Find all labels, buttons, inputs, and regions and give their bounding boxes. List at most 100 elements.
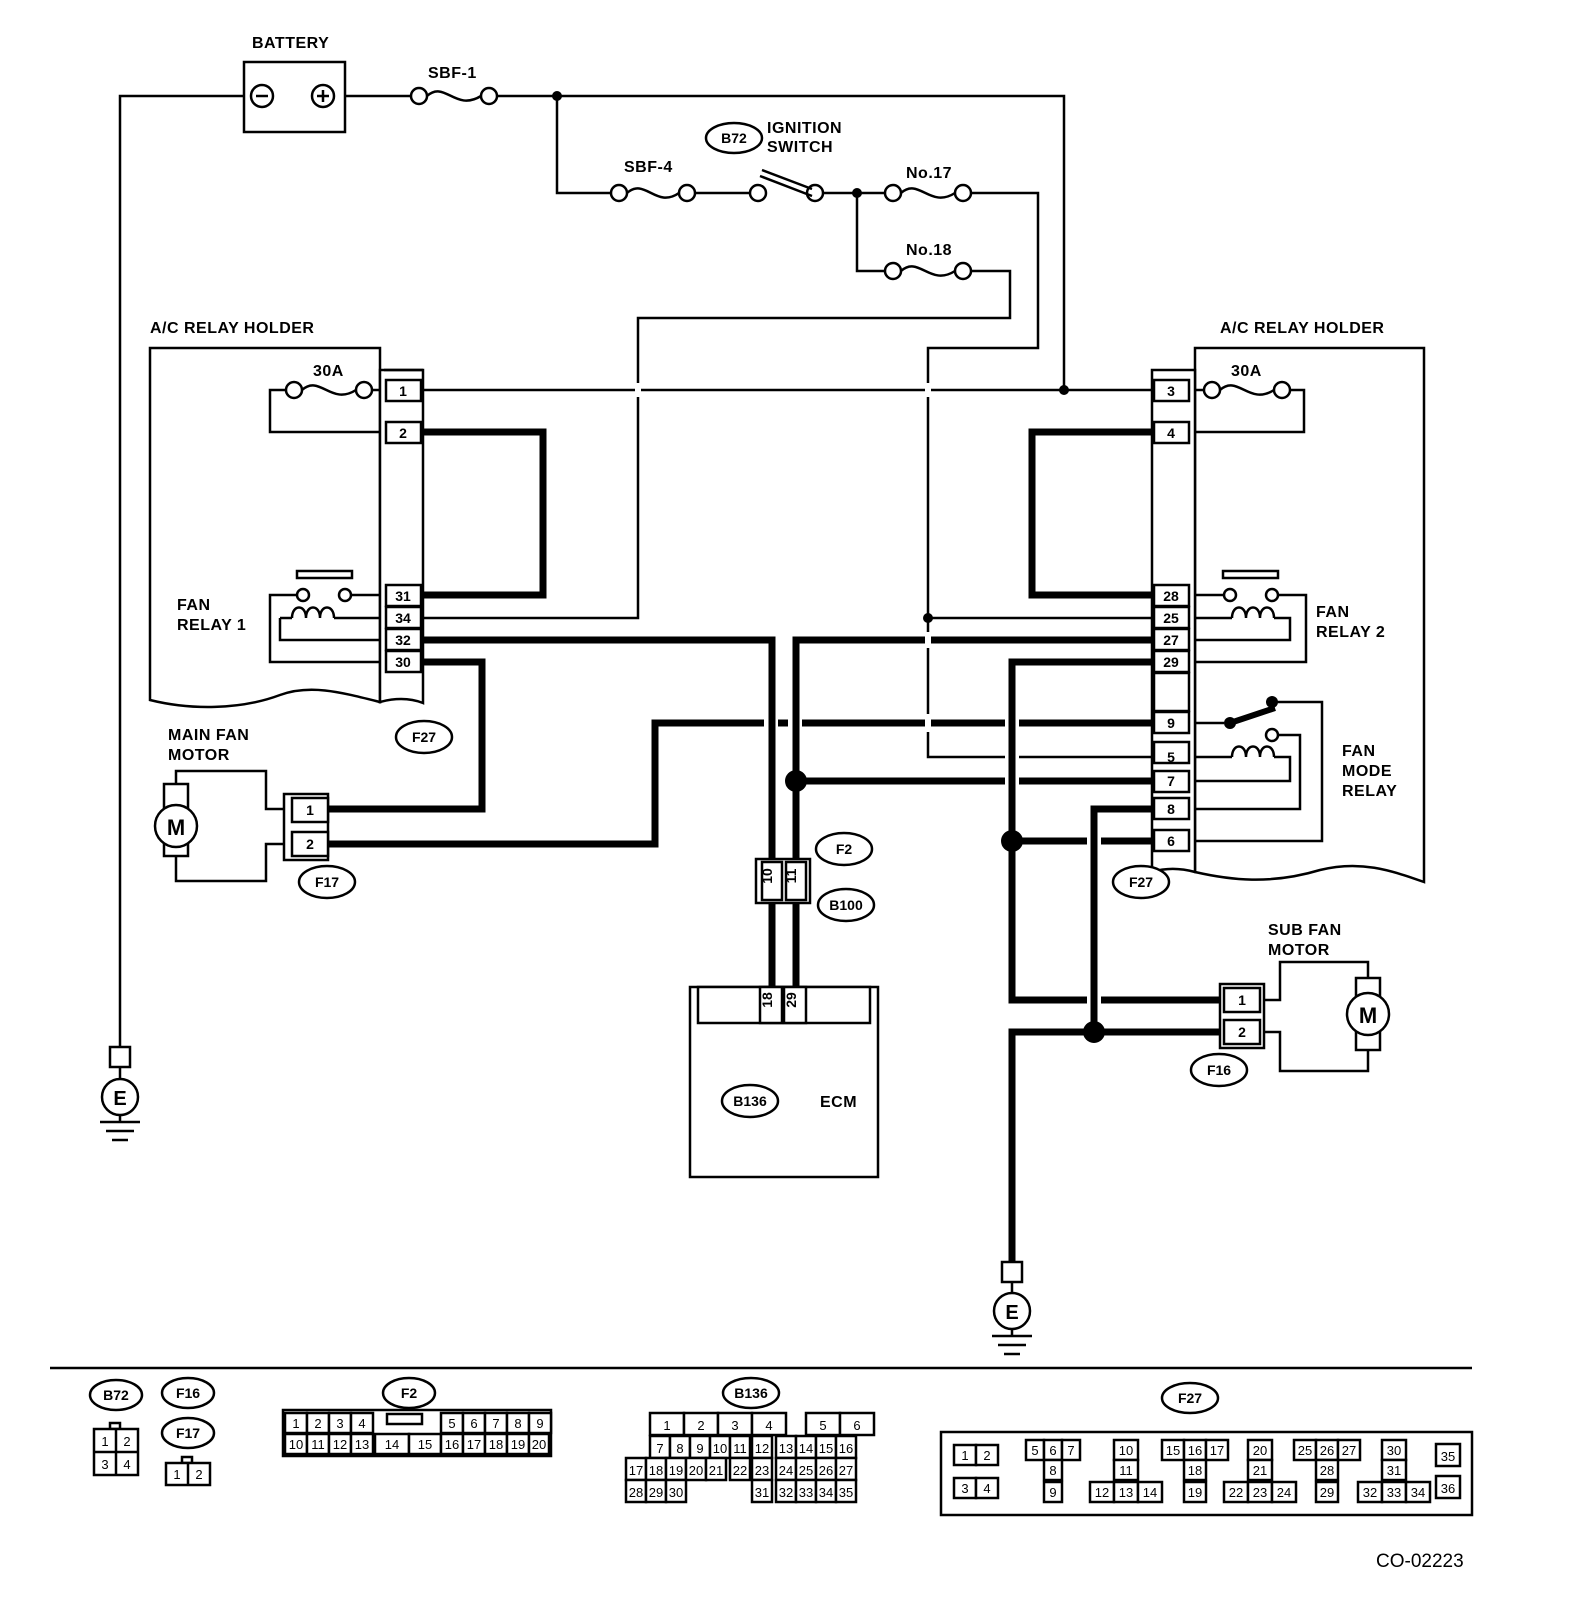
fan-mode-relay-label-1: FAN [1342, 743, 1376, 760]
fuse30a-right-label: 30A [1231, 363, 1262, 380]
b72-tag: B72 [721, 130, 747, 146]
legend-b136-cell-30-box [664, 1478, 688, 1504]
legend-f27-cell-18-box [1182, 1458, 1208, 1482]
legend-f27-cell-2-box [974, 1443, 1000, 1467]
legend-f2-cell-12: 12 [333, 1437, 347, 1452]
ecm: 18 29 B136 ECM [688, 985, 880, 1179]
legend-f2-cell-15: 15 [418, 1437, 432, 1452]
legend-b136-cell-21: 21 [709, 1463, 723, 1478]
legend-f27-cell-24: 24 [1277, 1485, 1291, 1500]
legend-f27-cell-33: 33 [1387, 1485, 1401, 1500]
legend-b136-cell-14: 14 [799, 1441, 813, 1456]
f2-tag: F2 [836, 841, 853, 857]
legend-f17-1: 1 [173, 1467, 180, 1482]
left-pin-1: 1 [399, 383, 407, 399]
fan-relay1-label-1: FAN [177, 597, 211, 614]
legend-f27-cell-21: 21 [1253, 1463, 1267, 1478]
legend-f27-tag: F27 [1178, 1390, 1202, 1406]
f16-pin-1: 1 [1238, 992, 1246, 1008]
legend-f2-cell-9: 9 [536, 1416, 543, 1431]
legend-b136-cell-11: 11 [733, 1441, 747, 1456]
legend-b136-cell-6: 6 [853, 1418, 860, 1433]
legend-f27-cell-30: 30 [1387, 1443, 1401, 1458]
right-pin-25: 25 [1163, 610, 1179, 626]
legend-f27-cell-9-box [1042, 1480, 1064, 1504]
legend-b136-cell-28: 28 [629, 1485, 643, 1500]
legend-f2-cell-2: 2 [314, 1416, 321, 1431]
legend-b136-cell-27: 27 [839, 1463, 853, 1478]
sub-fan-motor-label-1: SUB FAN [1268, 922, 1342, 939]
sbf4-label: SBF-4 [624, 159, 673, 176]
legend-f27-cell-13: 13 [1119, 1485, 1133, 1500]
ground-left-e: E [113, 1088, 126, 1110]
fuse-no17: No.17 [883, 165, 973, 203]
legend-b136-cell-15: 15 [819, 1441, 833, 1456]
right-pin-9: 9 [1167, 715, 1175, 731]
legend-f27-cell-29-box [1314, 1480, 1340, 1504]
legend-f27-cell-27: 27 [1342, 1443, 1356, 1458]
legend-b136-cell-21-box [704, 1456, 728, 1482]
legend-f27-cell-7-box [1060, 1438, 1082, 1462]
legend-f27-cell-14: 14 [1143, 1485, 1157, 1500]
legend-b136-cell-17: 17 [629, 1463, 643, 1478]
f17-pin-1: 1 [306, 802, 314, 818]
no18-label: No.18 [906, 242, 952, 259]
legend-f27-cell-10: 10 [1119, 1443, 1133, 1458]
legend-f16-tag: F16 [176, 1385, 200, 1401]
battery-label: BATTERY [252, 35, 329, 52]
legend-b72-3: 3 [101, 1457, 108, 1472]
legend-f27-cell-18: 18 [1188, 1463, 1202, 1478]
main-fan-motor-label-1: MAIN FAN [168, 727, 249, 744]
legend-f27-cell-16: 16 [1188, 1443, 1202, 1458]
legend-b72-4: 4 [123, 1457, 130, 1472]
legend-b136-cell-19: 19 [669, 1463, 683, 1478]
figure-code: CO-02223 [1376, 1551, 1464, 1572]
junction-dots [552, 91, 1105, 1043]
legend-f27-cell-31: 31 [1387, 1463, 1401, 1478]
f27-right-tag: F27 [1129, 874, 1153, 890]
legend-f27-cell-21-box [1246, 1458, 1274, 1482]
legend-b136-cell-24: 24 [779, 1463, 793, 1478]
relay-holder-left: A/C RELAY HOLDER 30A FAN RELAY 1 1 [148, 320, 454, 755]
legend-b136-cell-22-box [728, 1456, 752, 1482]
f2-pin-10: 10 [759, 868, 775, 884]
thin-wires [118, 94, 1165, 1050]
legend-b136-cell-18: 18 [649, 1463, 663, 1478]
legend-f27-cell-11: 11 [1119, 1463, 1133, 1478]
right-pin-7: 7 [1167, 773, 1175, 789]
legend-b72: B72 1 2 3 4 [88, 1378, 144, 1477]
legend-b136-cell-12: 12 [755, 1441, 769, 1456]
legend-f27-cell-35: 35 [1441, 1449, 1455, 1464]
legend-f27-cell-3: 3 [961, 1481, 968, 1496]
b136-tag: B136 [733, 1093, 767, 1109]
left-pin-30: 30 [395, 654, 411, 670]
legend-b136-cell-4: 4 [765, 1418, 772, 1433]
legend-b136-cell-32: 32 [779, 1485, 793, 1500]
legend-f27-cell-11-box [1112, 1458, 1140, 1482]
legend-b136-cell-10: 10 [713, 1441, 727, 1456]
legend-b136-cell-30: 30 [669, 1485, 683, 1500]
relay-holder-right-label: A/C RELAY HOLDER [1220, 320, 1384, 337]
legend-f27-cell-28-box [1314, 1458, 1340, 1482]
legend-f27-cell-12: 12 [1095, 1485, 1109, 1500]
b100-tag: B100 [829, 897, 863, 913]
legend-f27-cell-32: 32 [1363, 1485, 1377, 1500]
ignition-label-2: SWITCH [767, 139, 833, 156]
legend-f2-cell-19: 19 [511, 1437, 525, 1452]
main-fan-motor: MAIN FAN MOTOR M 1 2 F17 [153, 727, 357, 900]
sub-fan-motor: SUB FAN MOTOR M 1 2 F16 [1189, 922, 1391, 1088]
legend-b136-cell-22: 22 [733, 1463, 747, 1478]
legend-f27-cell-8-box [1042, 1458, 1064, 1482]
legend-f27-cell-29: 29 [1320, 1485, 1334, 1500]
ecm-label: ECM [820, 1094, 857, 1111]
right-pin-27: 27 [1163, 632, 1179, 648]
fuse-sbf4: SBF-4 [609, 159, 697, 203]
left-holder-pins: 1 2 31 34 32 30 [384, 378, 423, 674]
legend-f16-f17: F16 F17 1 2 [160, 1376, 216, 1487]
ignition-label-1: IGNITION [767, 120, 842, 137]
fan-relay2-label-2: RELAY 2 [1316, 624, 1385, 641]
fuse-no18: No.18 [883, 242, 973, 281]
legend-b136-tag: B136 [734, 1385, 768, 1401]
f17-tag: F17 [315, 874, 339, 890]
